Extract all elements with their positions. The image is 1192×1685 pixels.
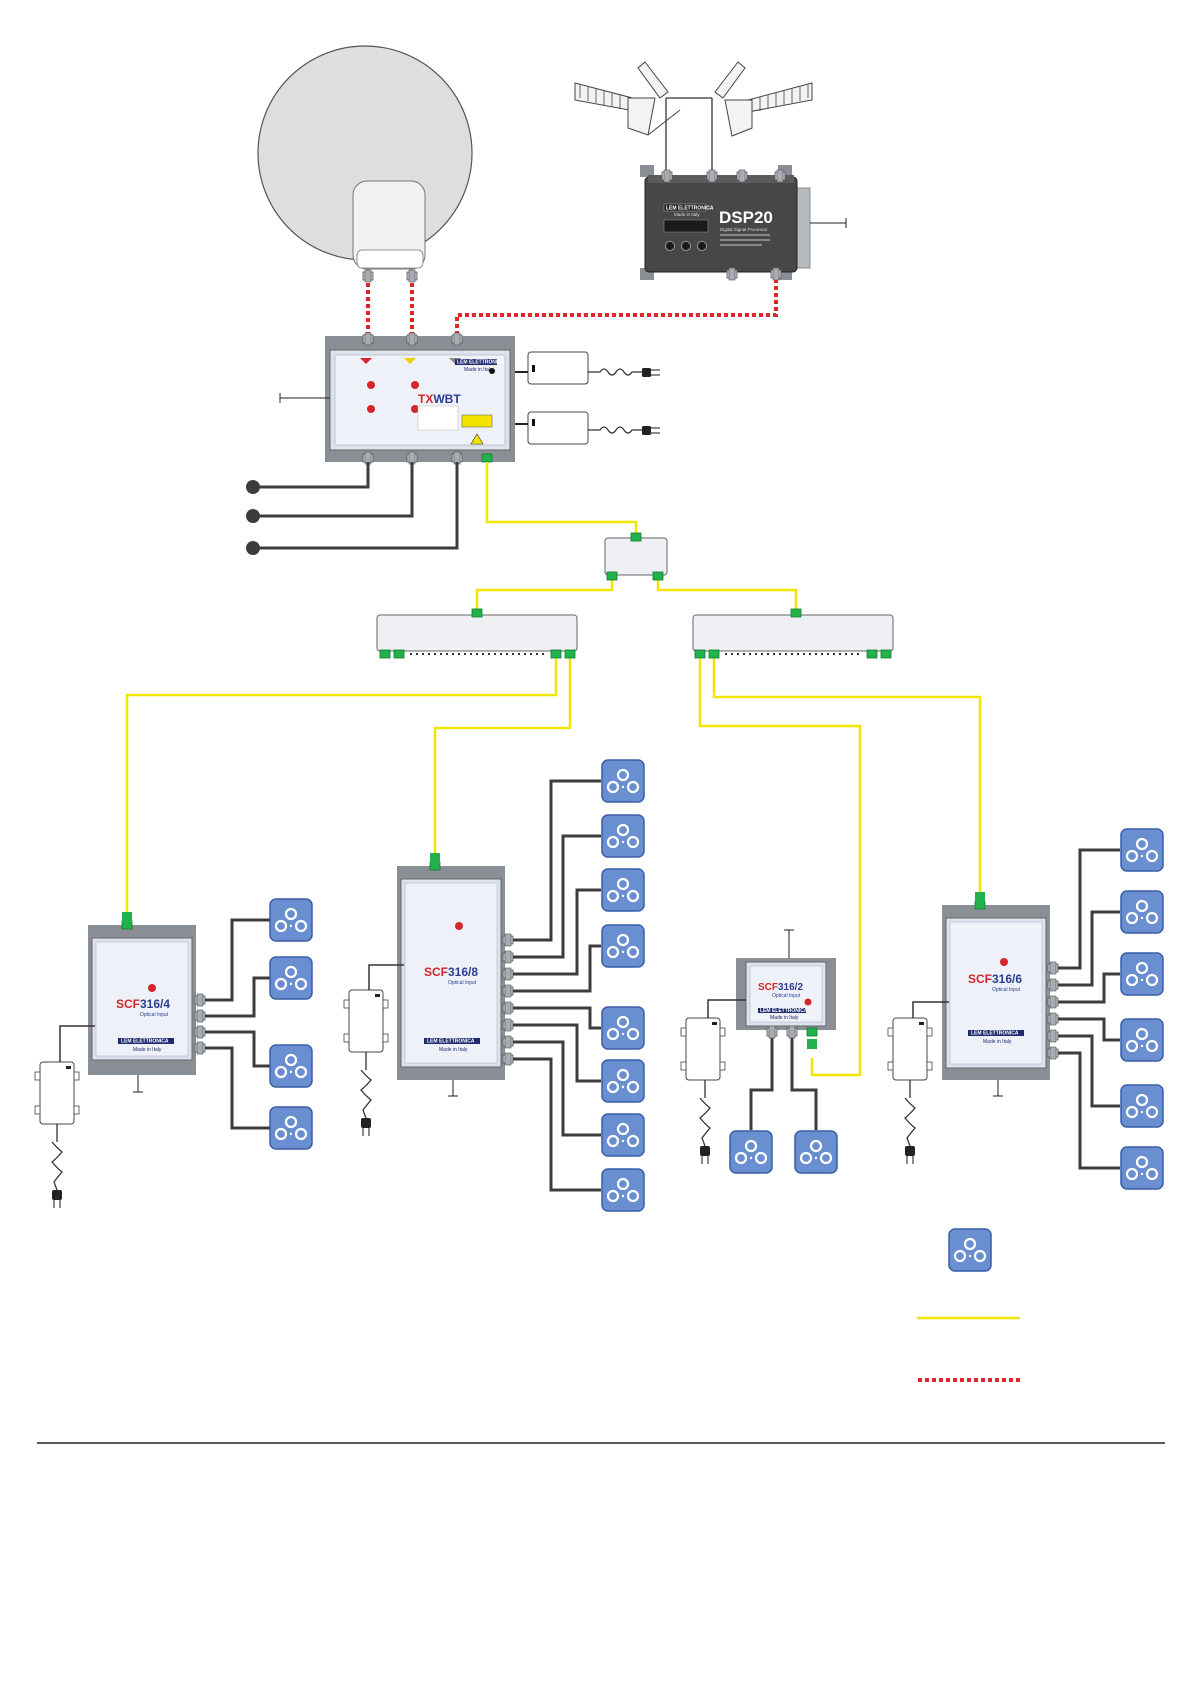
outlet-icon	[728, 1129, 774, 1175]
outlet-icon	[268, 1043, 314, 1089]
dsp20-processor: LEM ELETTRONICA Made in Italy DSP20 Digi…	[640, 165, 847, 281]
scf316-6-brand: LEM ELETTRONICA	[971, 1031, 1019, 1037]
dsp20-made-in: Made in Italy	[674, 212, 700, 217]
outlet-icon	[268, 897, 314, 943]
scf316-2-psu	[680, 999, 746, 1165]
scf316-4-subtitle: Optical Input	[140, 1012, 169, 1018]
scf316-8-model: SCF316/8	[424, 965, 478, 979]
outlet-icon	[1119, 827, 1165, 873]
outlet-icon	[268, 955, 314, 1001]
dsp20-title: DSP20	[719, 208, 773, 227]
outlet-icon	[600, 813, 646, 859]
optical-splitter-right	[692, 608, 894, 659]
txwbt-brand: LEM ELETTRONICA	[457, 360, 505, 366]
scf316-8-coax	[513, 779, 601, 1192]
legend-outlet-icon	[947, 1227, 993, 1273]
scf316-6-made-in: Made in Italy	[983, 1039, 1012, 1045]
scf316-2-brand: LEM ELETTRONICA	[760, 1008, 808, 1014]
scf316-8-multiswitch: SCF316/8 Optical Input LEM ELETTRONICA M…	[397, 853, 514, 1097]
outlet-icon	[600, 1058, 646, 1104]
termination-dot-3	[246, 541, 260, 555]
scf316-2-subtitle: Optical Input	[772, 993, 801, 999]
scf316-6-subtitle: Optical Input	[992, 987, 1021, 993]
transmitter-power-supplies	[515, 351, 660, 445]
termination-dot-2	[246, 509, 260, 523]
txwbt-made-in: Made in Italy	[464, 367, 493, 373]
scf316-8-subtitle: Optical Input	[448, 980, 477, 986]
outlet-icon	[600, 1005, 646, 1051]
scf316-6-coax	[1058, 848, 1120, 1170]
txwbt-model: TXWBT	[418, 392, 461, 406]
scf316-2-model: SCF316/2	[758, 982, 803, 993]
scf316-6-multiswitch: SCF316/6 Optical Input LEM ELETTRONICA M…	[942, 892, 1059, 1097]
outlet-icon	[600, 1167, 646, 1213]
dsp20-brand: LEM ELETTRONICA	[666, 206, 714, 212]
outlet-icon	[793, 1129, 839, 1175]
scf316-4-made-in: Made in Italy	[133, 1047, 162, 1053]
scf316-4-multiswitch: SCF316/4 Optical Input LEM ELETTRONICA M…	[88, 912, 206, 1093]
scf316-2-coax	[749, 1038, 818, 1130]
optical-fiber-network	[125, 462, 982, 1077]
scf316-6-psu	[887, 1001, 949, 1165]
outlet-icon	[1119, 951, 1165, 997]
outlet-icon	[1119, 889, 1165, 935]
outlet-icon	[600, 867, 646, 913]
scf316-4-model: SCF316/4	[116, 997, 170, 1011]
scf316-2-made-in: Made in Italy	[770, 1015, 799, 1021]
terrestrial-antennas	[574, 61, 813, 172]
outlet-icon	[1119, 1145, 1165, 1191]
outlet-icon	[1119, 1017, 1165, 1063]
scf316-8-made-in: Made in Italy	[439, 1047, 468, 1053]
optical-splitter-left	[376, 608, 578, 659]
scf316-2-multiswitch: SCF316/2 Optical Input LEM ELETTRONICA M…	[736, 929, 836, 1049]
termination-dot-1	[246, 480, 260, 494]
scf316-4-coax	[205, 918, 270, 1130]
dsp20-subtitle: Digital Signal Processor	[720, 227, 768, 232]
scf316-8-psu	[343, 964, 404, 1137]
optical-splitter-main	[604, 532, 668, 581]
outlet-icon	[268, 1105, 314, 1151]
satellite-dish	[257, 45, 473, 283]
outlet-icon	[600, 1112, 646, 1158]
rf-links	[366, 280, 778, 335]
outlet-icon	[600, 758, 646, 804]
transmitter-coax-outputs	[255, 462, 459, 550]
outlet-icon	[1119, 1083, 1165, 1129]
scf316-4-psu	[34, 1025, 95, 1209]
outlet-icon	[600, 923, 646, 969]
scf316-6-model: SCF316/6	[968, 972, 1022, 986]
scf316-8-brand: LEM ELETTRONICA	[427, 1039, 475, 1045]
txwbt-transmitter: LEM ELETTRONICA Made in Italy TXWBT	[279, 332, 515, 465]
legend	[917, 1227, 1020, 1382]
scf316-4-brand: LEM ELETTRONICA	[121, 1039, 169, 1045]
